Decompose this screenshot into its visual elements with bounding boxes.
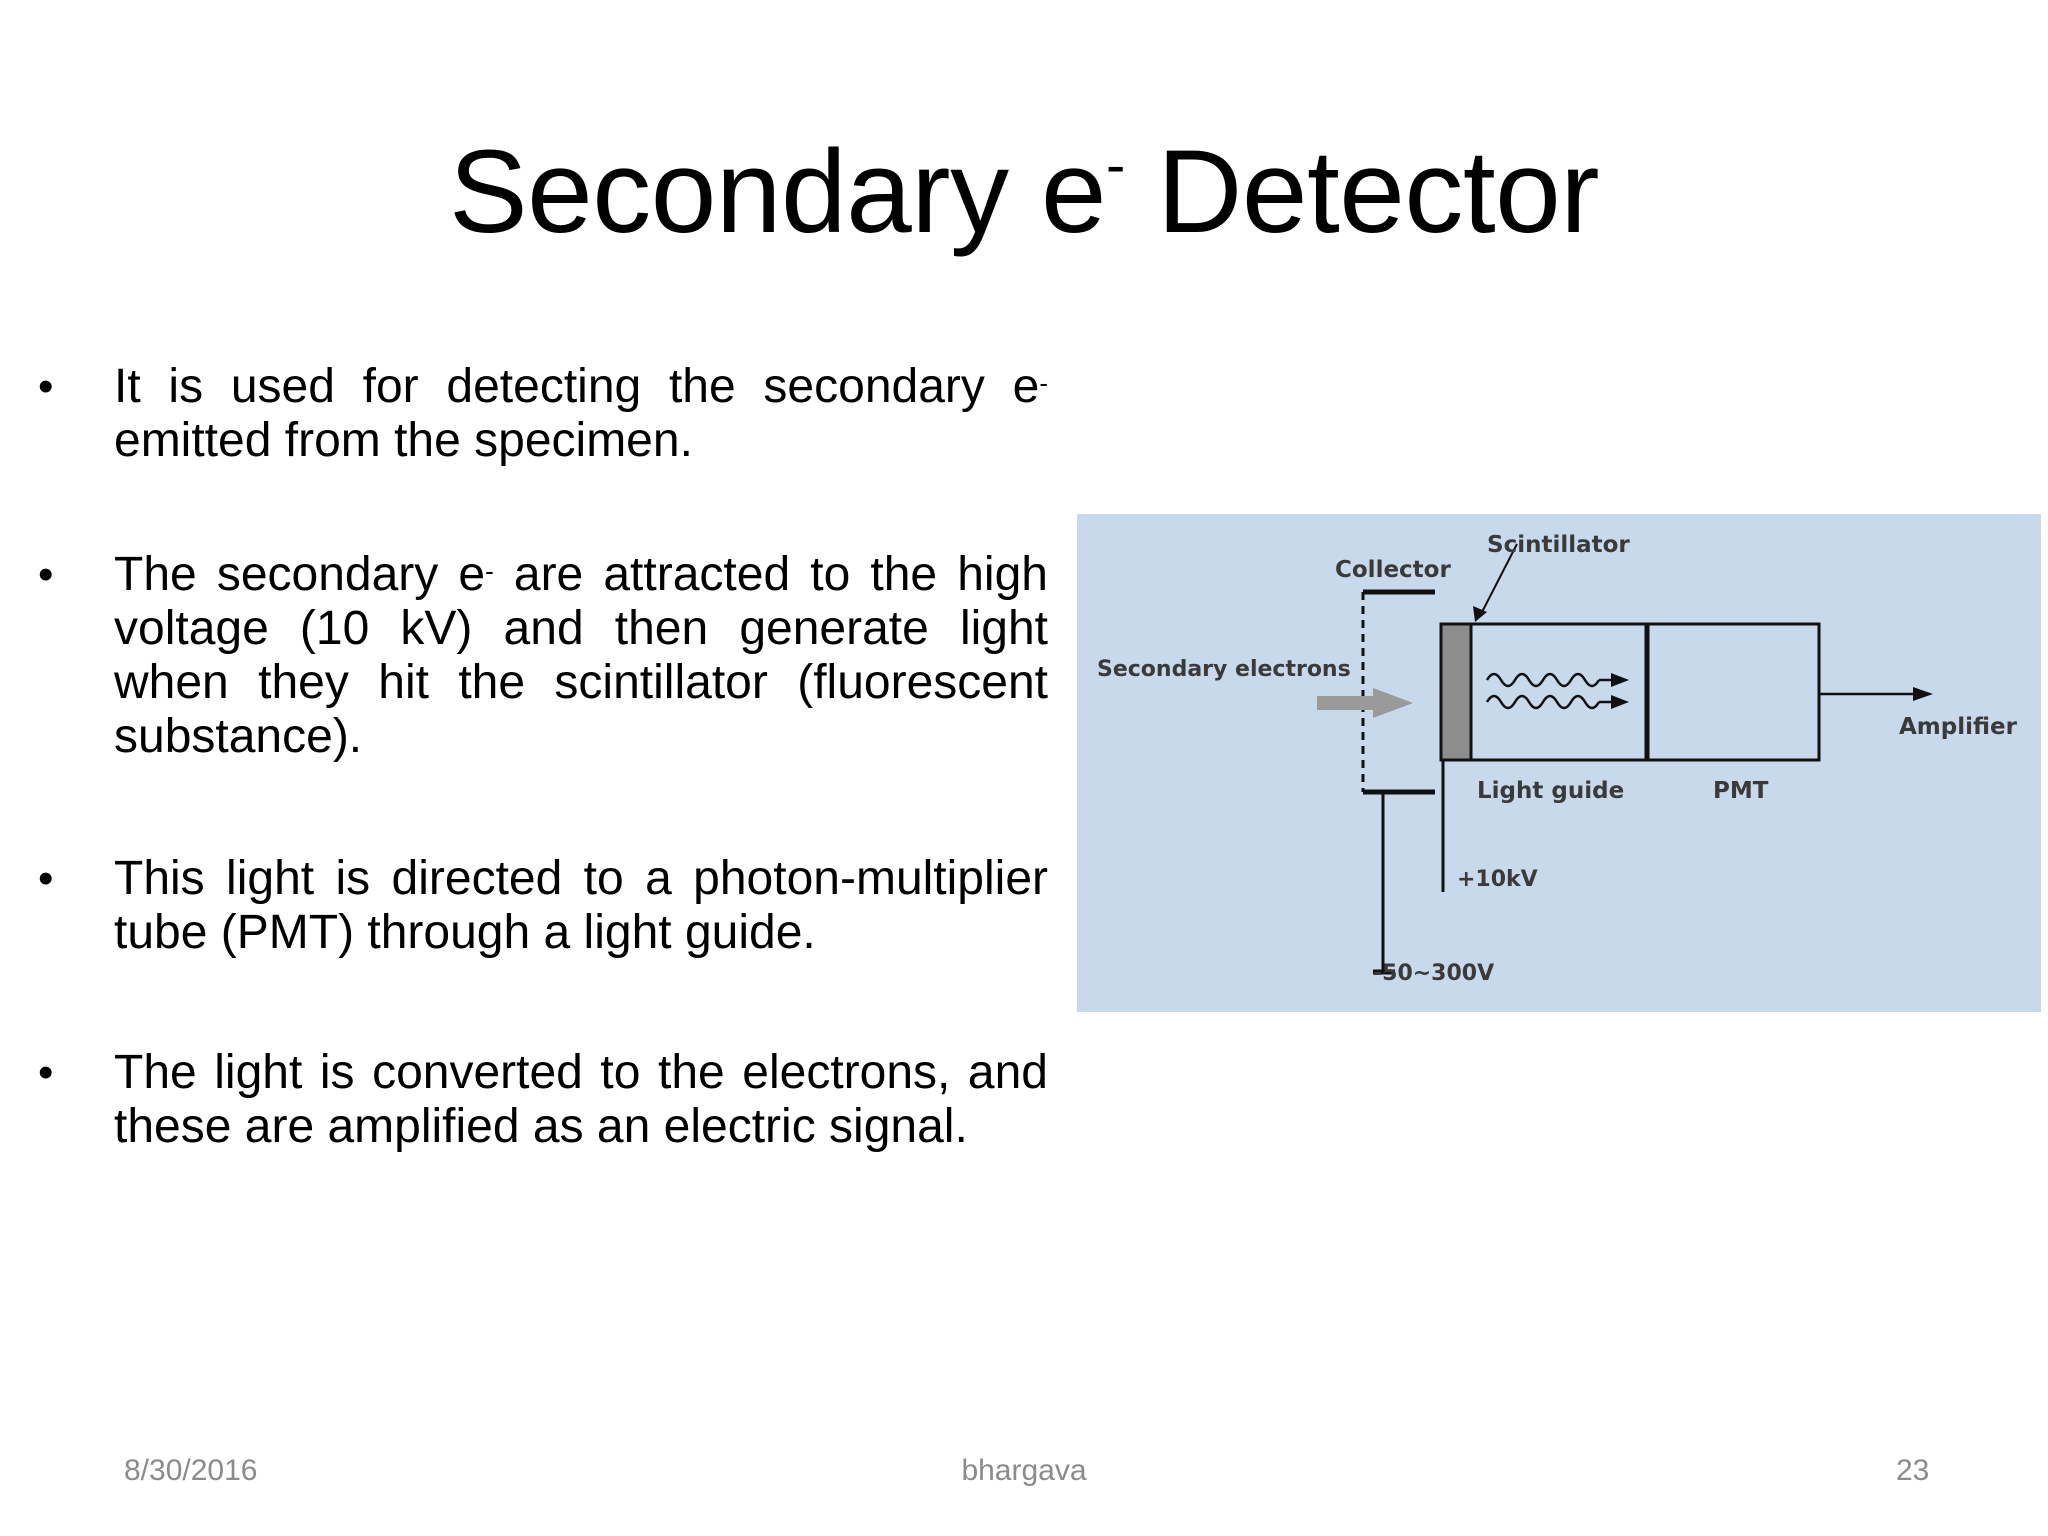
title-superscript: -	[1105, 133, 1125, 198]
amplifier-arrow-head	[1913, 687, 1933, 701]
bullet-item: • The secondary e- are attracted to the …	[30, 548, 1048, 764]
plus-10kv-label: +10kV	[1457, 867, 1538, 892]
scintillator-pointer	[1480, 543, 1518, 615]
bullet-text-end: are attracted to the high voltage (10 kV…	[114, 548, 1048, 763]
light-wave-upper	[1485, 672, 1601, 688]
bullet-superscript: -	[485, 556, 494, 586]
electron-arrow-shaft	[1317, 696, 1373, 710]
bullet-text: It is used for detecting the secondary e	[114, 360, 1040, 413]
bullet-marker: •	[38, 1048, 54, 1097]
bullet-text: This light is directed to a photon-multi…	[114, 852, 1048, 959]
bullet-item: • The light is converted to the electron…	[30, 1046, 1048, 1154]
scintillator-block	[1439, 622, 1473, 762]
light-arrow-upper-head	[1611, 673, 1629, 687]
light-wave-lower	[1485, 694, 1601, 710]
title-text-end: Detector	[1124, 126, 1600, 258]
bullet-superscript: -	[1039, 368, 1048, 398]
collector-voltage-label: -50~300V	[1373, 961, 1494, 986]
bullet-text: The secondary e	[114, 548, 486, 601]
footer-author: bhargava	[961, 1454, 1087, 1487]
light-arrow-lower-head	[1611, 695, 1629, 709]
bullet-marker: •	[38, 362, 54, 411]
slide-title: Secondary e- Detector	[0, 126, 2048, 258]
light-guide-label: Light guide	[1477, 778, 1624, 804]
bullet-item: • This light is directed to a photon-mul…	[30, 852, 1048, 960]
amplifier-label: Amplifier	[1899, 714, 2018, 740]
detector-diagram: Scintillator Collector Secondary electro…	[1077, 514, 2041, 1012]
diagram-background	[1077, 514, 2041, 1012]
scintillator-pointer-head	[1473, 606, 1487, 622]
footer-date: 8/30/2016	[124, 1454, 258, 1487]
bullet-text-end: emitted from the specimen.	[114, 414, 693, 467]
scintillator-label: Scintillator	[1487, 532, 1630, 558]
bullet-marker: •	[38, 854, 54, 903]
page-number: 23	[1896, 1454, 1930, 1487]
bullet-text: The light is converted to the electrons,…	[114, 1046, 1048, 1153]
pmt-label: PMT	[1713, 778, 1769, 804]
bullet-item: • It is used for detecting the secondary…	[30, 360, 1048, 468]
secondary-electrons-label: Secondary electrons	[1097, 657, 1351, 682]
collector-label: Collector	[1335, 557, 1451, 583]
electron-arrow-head	[1373, 688, 1413, 718]
bullet-marker: •	[38, 550, 54, 599]
title-text: Secondary e	[448, 126, 1107, 258]
bullet-list: • It is used for detecting the secondary…	[30, 360, 1048, 1154]
